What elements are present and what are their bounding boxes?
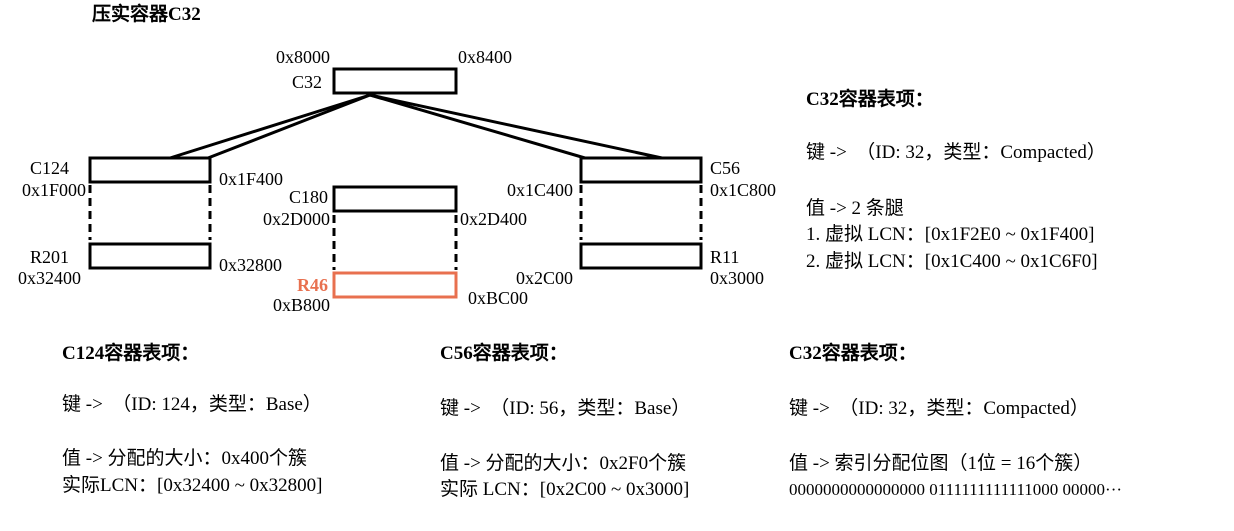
middle-column — [332, 185, 458, 299]
right-bottom-start: 0x2C00 — [516, 268, 573, 288]
c124-lcn: 实际LCN：[0x32400 ~ 0x32800] — [62, 475, 323, 496]
left-bottom-end: 0x32800 — [219, 255, 282, 275]
right-top-end: 0x1C800 — [710, 180, 776, 200]
middle-top-start: 0x2D000 — [263, 209, 330, 229]
c32-top-value: 值 -> 2 条腿 — [806, 198, 904, 219]
middle-bottom-end: 0xBC00 — [468, 288, 528, 308]
c32-bitmap: 0000000000000000 0111111111111000 00000·… — [789, 480, 1123, 499]
left-top-start: 0x1F000 — [22, 180, 86, 200]
middle-bottom-name: R46 — [297, 275, 328, 295]
c32-bottom-value: 值 -> 索引分配位图（1位 = 16个簇） — [789, 453, 1093, 474]
r46-highlight-block — [332, 271, 458, 299]
left-top-name: C124 — [30, 158, 69, 178]
c56-value: 值 -> 分配的大小：0x2F0个簇 — [440, 453, 687, 474]
c124-header: C124容器表项： — [62, 343, 200, 364]
c32-top-header: C32容器表项： — [806, 89, 934, 110]
left-top-end: 0x1F400 — [219, 169, 283, 189]
c56-key: 键 -> （ID: 56，类型：Base） — [440, 398, 691, 419]
middle-bottom-start: 0xB800 — [273, 295, 330, 315]
right-top-start: 0x1C400 — [507, 180, 573, 200]
middle-top-end: 0x2D400 — [460, 209, 527, 229]
right-bottom-end: 0x3000 — [710, 268, 764, 288]
diagram-title: 压实容器C32 — [92, 2, 201, 25]
right-bottom-name: R11 — [710, 247, 739, 267]
c124-value: 值 -> 分配的大小：0x400个簇 — [62, 448, 308, 469]
c56-header: C56容器表项： — [440, 343, 568, 364]
connector-lines — [169, 93, 663, 160]
c32-addr-end: 0x8400 — [458, 47, 512, 67]
c32-bottom-header: C32容器表项： — [789, 343, 917, 364]
c32-name: C32 — [292, 72, 322, 92]
c32-block — [332, 67, 458, 95]
c32-top-leg1: 1. 虚拟 LCN：[0x1F2E0 ~ 0x1F400] — [806, 224, 1095, 245]
left-bottom-start: 0x32400 — [18, 268, 81, 288]
left-column — [88, 156, 212, 270]
c32-bottom-key: 键 -> （ID: 32，类型：Compacted） — [789, 398, 1089, 419]
c32-top-leg2: 2. 虚拟 LCN：[0x1C400 ~ 0x1C6F0] — [806, 251, 1098, 272]
c124-key: 键 -> （ID: 124，类型：Base） — [62, 394, 322, 415]
right-top-name: C56 — [710, 158, 740, 178]
c32-top-key: 键 -> （ID: 32，类型：Compacted） — [806, 142, 1106, 163]
right-column — [579, 156, 703, 270]
c56-lcn: 实际 LCN：[0x2C00 ~ 0x3000] — [440, 479, 690, 500]
middle-top-name: C180 — [289, 187, 328, 207]
left-bottom-name: R201 — [30, 247, 69, 267]
c32-addr-start: 0x8000 — [276, 47, 330, 67]
